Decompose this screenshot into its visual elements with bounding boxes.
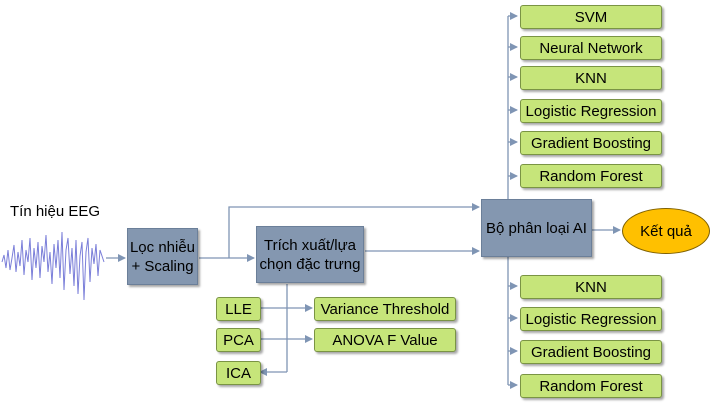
feature-extraction-box: Trích xuất/lựa chọn đặc trưng: [256, 226, 364, 283]
method-ica: ICA: [216, 361, 261, 385]
feature-extraction-line-1: Trích xuất/lựa: [263, 236, 356, 254]
result-oval: Kết quả: [622, 208, 710, 254]
preprocess-line-1: Lọc nhiễu: [129, 238, 196, 256]
classifier-random-forest-2: Random Forest: [520, 374, 662, 398]
preprocess-box: Lọc nhiễu + Scaling: [127, 228, 198, 285]
method-lle: LLE: [216, 297, 261, 321]
classifier-knn: KNN: [520, 66, 662, 90]
classifier-gradient-boosting: Gradient Boosting: [520, 131, 662, 155]
eeg-signal-waveform: [1, 231, 105, 301]
arrow-bypass-to-classifier: [228, 203, 480, 258]
classifier-logistic-regression: Logistic Regression: [520, 99, 662, 123]
classifier-knn-2: KNN: [520, 275, 662, 299]
classifier-neural-network: Neural Network: [520, 36, 662, 60]
classifier-logistic-regression-2: Logistic Regression: [520, 307, 662, 331]
method-variance-threshold: Variance Threshold: [314, 297, 456, 321]
classifier-gradient-boosting-2: Gradient Boosting: [520, 340, 662, 364]
classifier-random-forest: Random Forest: [520, 164, 662, 188]
method-pca: PCA: [216, 328, 261, 352]
ai-classifier-box: Bộ phân loại AI: [481, 199, 592, 257]
eeg-signal-label: Tín hiệu EEG: [10, 203, 101, 220]
method-anova-f-value: ANOVA F Value: [314, 328, 456, 352]
feature-extraction-line-2: chọn đặc trưng: [259, 255, 361, 273]
preprocess-line-2: + Scaling: [131, 257, 194, 275]
classifier-svm: SVM: [520, 5, 662, 29]
